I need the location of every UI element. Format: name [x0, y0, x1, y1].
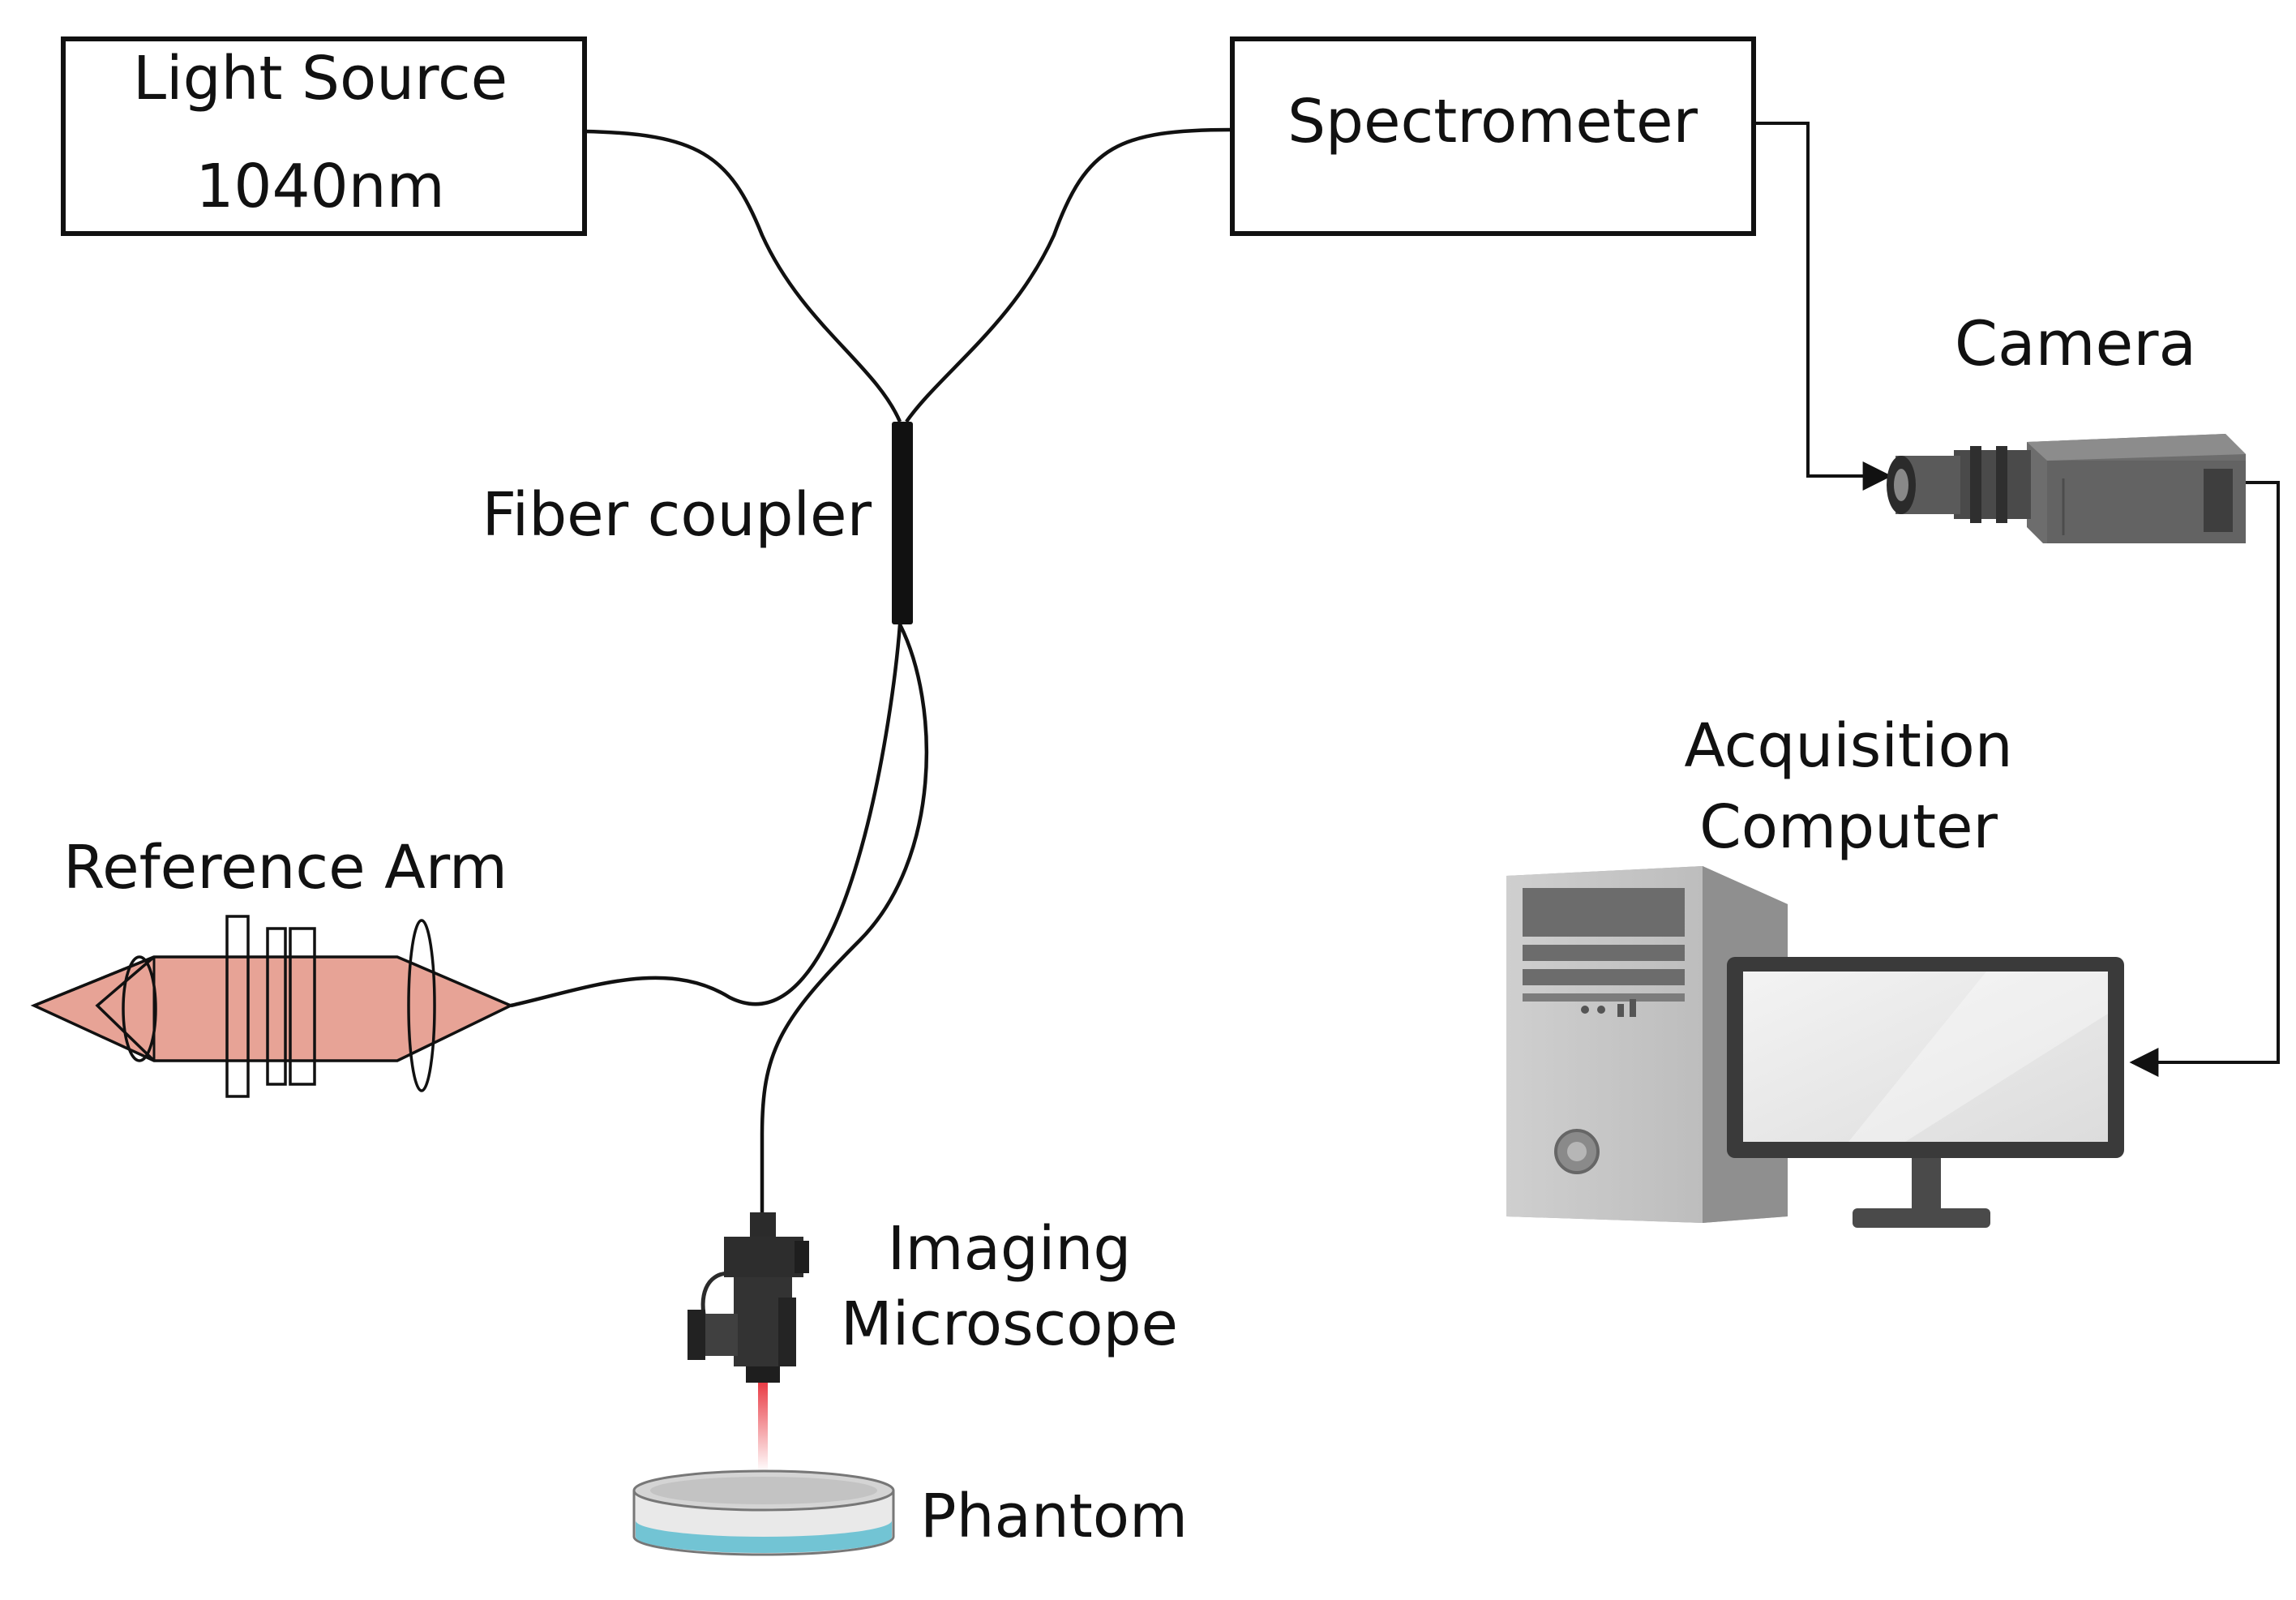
reference-filter-2	[266, 927, 287, 1086]
reference-lens-right	[407, 919, 436, 1092]
fiber-spectrometer	[905, 127, 1233, 423]
phantom-label: Phantom	[920, 1482, 1188, 1551]
acquisition-computer-label-line2: Computer	[1699, 792, 1998, 862]
cable-camera-computer	[2129, 481, 2280, 1077]
light-source-wavelength: 1040nm	[195, 152, 444, 221]
cable-spectrometer-camera	[1754, 122, 1892, 491]
spectrometer-label: Spectrometer	[1287, 87, 1698, 157]
fiber-coupler-label: Fiber coupler	[482, 480, 872, 550]
light-source-box: Light Source 1040nm	[61, 36, 587, 236]
reference-beam	[30, 955, 515, 1062]
reference-arm-optics	[30, 915, 515, 1098]
fiber-coupler	[892, 422, 913, 624]
camera-icon	[1887, 434, 2246, 543]
data-cables	[1754, 122, 2280, 1077]
reference-filter-3	[289, 927, 316, 1086]
reference-filter-1	[225, 915, 250, 1098]
fiber-light-source	[584, 129, 902, 423]
optical-fibers	[510, 127, 1233, 1212]
fiber-reference-arm	[510, 624, 902, 1008]
imaging-microscope-label-line2: Microscope	[841, 1289, 1178, 1359]
microscope-icon	[688, 1212, 809, 1383]
computer-monitor-icon	[1727, 957, 2124, 1228]
spectrometer-box: Spectrometer	[1230, 36, 1756, 236]
phantom-dish-icon	[632, 1469, 895, 1556]
light-source-label: Light Source	[133, 44, 508, 114]
camera-label: Camera	[1955, 307, 2196, 380]
laser-beam	[758, 1383, 768, 1472]
fiber-microscope	[760, 623, 929, 1212]
acquisition-computer-label-line1: Acquisition	[1684, 711, 2012, 781]
imaging-microscope-label-line1: Imaging	[888, 1214, 1132, 1284]
reference-arm-label: Reference Arm	[63, 833, 508, 903]
reference-lens-left	[122, 955, 157, 1062]
computer-tower-icon	[1506, 866, 1788, 1223]
